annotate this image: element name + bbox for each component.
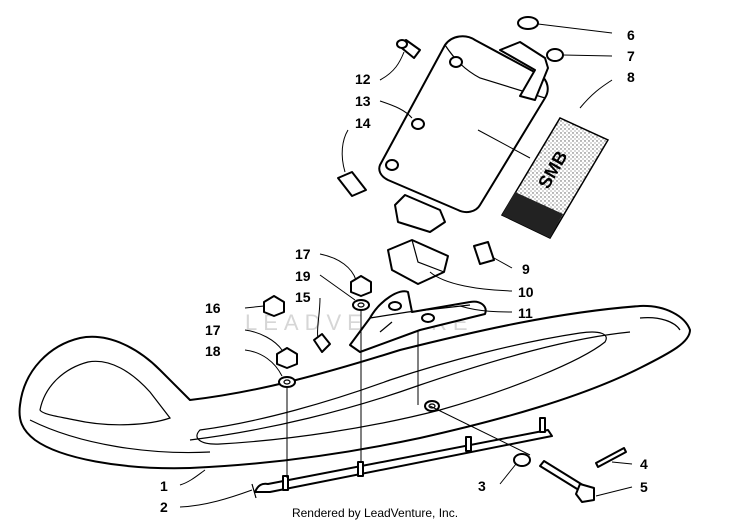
callout-12: 12 <box>355 71 371 87</box>
ski <box>18 304 691 470</box>
callout-17-lower: 17 <box>205 322 221 338</box>
callout-18: 18 <box>205 343 221 359</box>
callout-3: 3 <box>478 478 486 494</box>
callout-4: 4 <box>640 456 648 472</box>
callout-15: 15 <box>295 289 311 305</box>
callout-6: 6 <box>627 27 635 43</box>
callout-2: 2 <box>160 499 168 515</box>
callout-9: 9 <box>522 261 530 277</box>
callout-5: 5 <box>640 479 648 495</box>
callout-1: 1 <box>160 478 168 494</box>
decal: SMB <box>500 117 610 239</box>
hardware <box>263 16 627 503</box>
wear-bar <box>251 417 553 499</box>
leader-lines <box>179 23 633 508</box>
spindle <box>378 35 549 285</box>
callout-16: 16 <box>205 300 221 316</box>
callout-14: 14 <box>355 115 371 131</box>
saddle <box>349 290 487 353</box>
callout-19: 19 <box>295 268 311 284</box>
callout-8: 8 <box>627 69 635 85</box>
callout-10: 10 <box>518 284 534 300</box>
callout-17-upper: 17 <box>295 246 311 262</box>
credit-text: Rendered by LeadVenture, Inc. <box>291 506 459 520</box>
callout-7: 7 <box>627 48 635 64</box>
callout-labels: 6 7 8 12 13 14 9 10 11 17 19 15 16 17 18… <box>160 27 648 515</box>
callout-13: 13 <box>355 93 371 109</box>
callout-11: 11 <box>518 305 533 321</box>
